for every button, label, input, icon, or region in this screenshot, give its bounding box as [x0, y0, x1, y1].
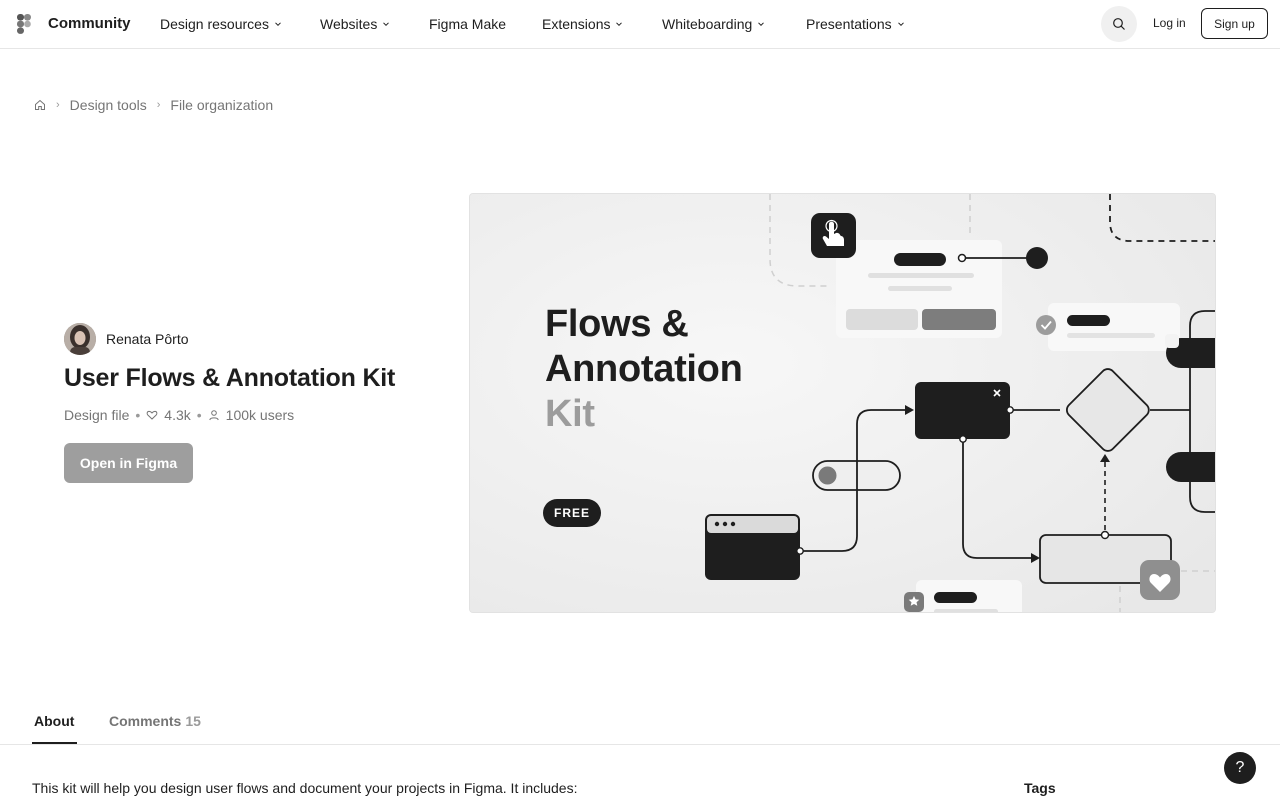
comments-count: 15	[185, 713, 201, 729]
preview-title: Flows & Annotation Kit	[545, 302, 743, 437]
nav-item-label: Extensions	[542, 16, 611, 32]
nav-whiteboarding[interactable]: Whiteboarding	[662, 16, 765, 32]
nav-figma-make[interactable]: Figma Make	[429, 16, 506, 32]
breadcrumb-design-tools[interactable]: Design tools	[69, 97, 147, 113]
preview-illustration	[470, 194, 1215, 612]
top-navigation: Community Design resources Websites Figm…	[0, 0, 1280, 49]
community-brand-link[interactable]: Community	[48, 15, 131, 32]
resource-title: User Flows & Annotation Kit	[64, 364, 396, 392]
like-count: 4.3k	[164, 407, 191, 423]
breadcrumb-separator-icon: ›	[156, 99, 161, 111]
tab-about[interactable]: About	[34, 713, 75, 729]
nav-item-label: Presentations	[806, 16, 892, 32]
tab-comments-label: Comments	[109, 713, 182, 729]
chevron-down-icon	[897, 22, 904, 27]
breadcrumb-file-organization[interactable]: File organization	[170, 97, 274, 113]
breadcrumb-separator-icon: ›	[56, 99, 60, 111]
nav-design-resources[interactable]: Design resources	[160, 16, 282, 32]
nav-item-label: Design resources	[160, 16, 269, 32]
login-link[interactable]: Log in	[1153, 16, 1186, 30]
nav-item-label: Whiteboarding	[662, 16, 753, 32]
nav-item-label: Websites	[320, 16, 378, 32]
resource-type: Design file	[64, 407, 130, 423]
nav-presentations[interactable]: Presentations	[806, 16, 905, 32]
breadcrumb: › Design tools › File organization	[34, 97, 273, 113]
resource-meta: Design file • 4.3k • 100k users	[64, 407, 294, 423]
figma-logo-icon[interactable]	[17, 14, 31, 34]
avatar-image	[64, 323, 96, 355]
help-button[interactable]: ?	[1224, 752, 1256, 784]
open-in-figma-button[interactable]: Open in Figma	[64, 443, 193, 483]
preview-title-line: Kit	[545, 393, 595, 435]
meta-separator: •	[196, 407, 202, 423]
resource-preview-image: Flows & Annotation Kit FREE	[469, 193, 1216, 613]
user-icon	[208, 410, 219, 421]
meta-separator: •	[135, 407, 141, 423]
home-icon[interactable]	[34, 99, 46, 111]
preview-title-line: Annotation	[545, 348, 743, 390]
nav-item-label: Figma Make	[429, 16, 507, 32]
search-icon	[1113, 18, 1125, 30]
tags-heading: Tags	[1024, 780, 1056, 796]
heart-icon[interactable]	[146, 409, 158, 421]
users-count: 100k users	[225, 407, 295, 423]
free-badge: FREE	[543, 499, 601, 527]
preview-title-line: Flows &	[545, 303, 689, 345]
author-link[interactable]: Renata Pôrto	[64, 323, 189, 355]
chevron-down-icon	[616, 22, 623, 27]
chevron-down-icon	[758, 22, 765, 27]
active-tab-indicator	[32, 742, 77, 744]
about-description: This kit will help you design user flows…	[32, 780, 578, 796]
avatar	[64, 323, 96, 355]
signup-button[interactable]: Sign up	[1201, 8, 1268, 39]
author-name: Renata Pôrto	[106, 331, 189, 347]
nav-extensions[interactable]: Extensions	[542, 16, 623, 32]
chevron-down-icon	[275, 22, 281, 27]
nav-websites[interactable]: Websites	[320, 16, 390, 32]
chevron-down-icon	[383, 22, 390, 27]
search-button[interactable]	[1101, 6, 1137, 42]
